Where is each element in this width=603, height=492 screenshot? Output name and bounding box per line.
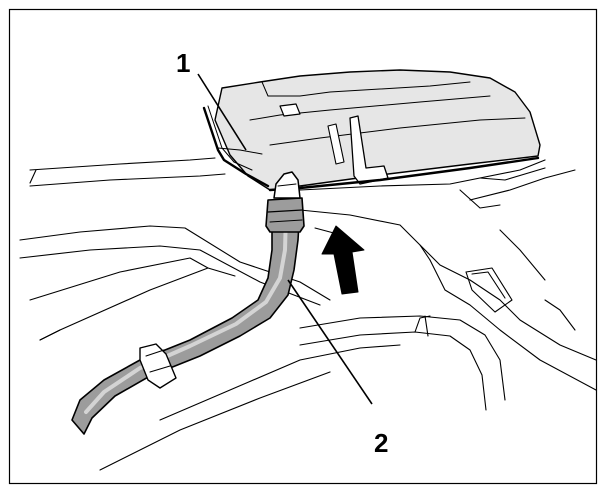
housing-tab: [279, 103, 301, 117]
callout-1: 1: [176, 48, 190, 78]
hose-highlight: [84, 212, 288, 414]
leader-line-2: [287, 279, 373, 405]
mounting-strap: [349, 115, 389, 185]
arrow-up-icon: [321, 225, 365, 295]
vehicle-body-lines: [19, 157, 597, 471]
part-1-housing: [202, 69, 541, 192]
hose-body: [71, 205, 301, 435]
leader-line-1: [197, 73, 247, 151]
hose-connector: [265, 197, 305, 233]
callout-2: 2: [374, 428, 388, 458]
figure-border: [8, 8, 598, 485]
part-2-hose: [71, 171, 305, 435]
leader-lines: [197, 73, 373, 405]
